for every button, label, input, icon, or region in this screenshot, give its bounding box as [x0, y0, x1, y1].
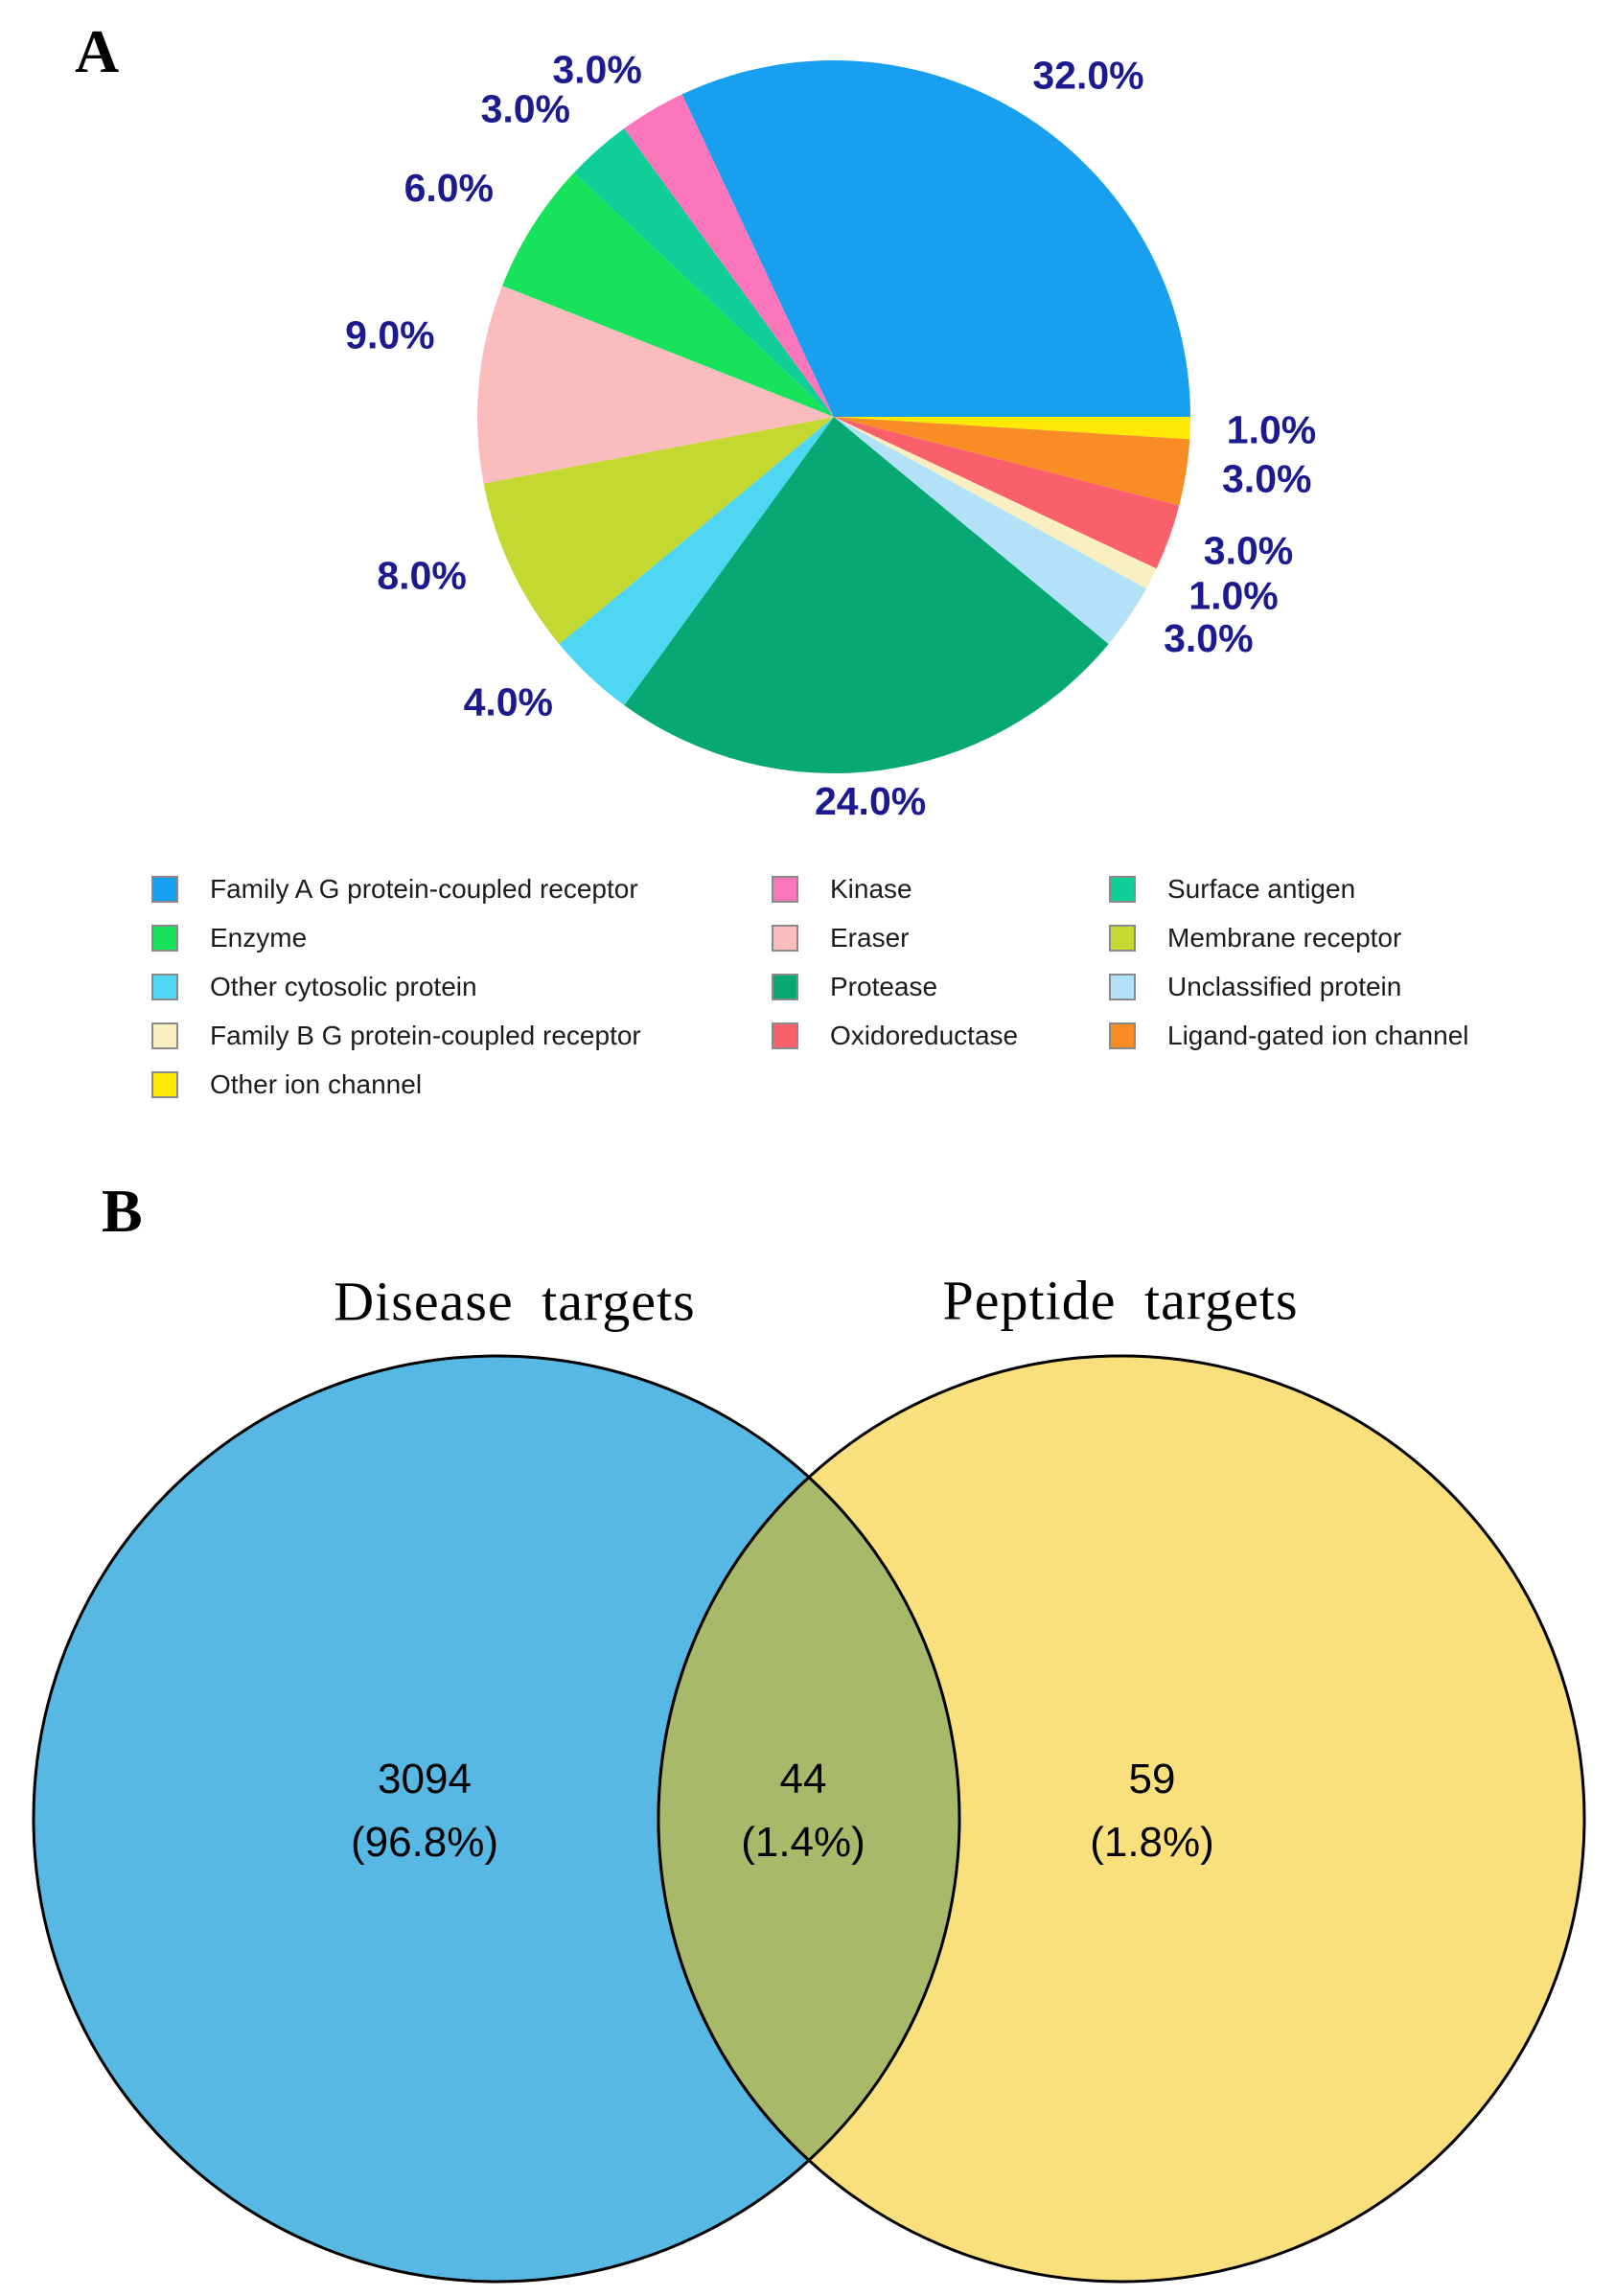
pie-percent-label-other-cytosolic-protein: 4.0%	[464, 679, 553, 723]
pie-percent-label-enzyme: 6.0%	[404, 166, 494, 210]
venn-overlap-region	[657, 1475, 961, 2163]
legend-item-label: Kinase	[830, 873, 912, 904]
legend-item-other-cytosolic-protein: Other cytosolic protein	[151, 962, 641, 1011]
pie-slice-membrane-receptor	[483, 417, 834, 645]
legend-item-label: Protease	[830, 971, 938, 1001]
legend-item-label: Enzyme	[210, 922, 308, 953]
pie-percent-label-oxidoreductase: 3.0%	[1204, 528, 1293, 572]
legend-item-eraser: Eraser	[772, 913, 1018, 962]
pie-percent-label-eraser: 9.0%	[345, 313, 434, 357]
venn-count-disease: 3094	[378, 1756, 472, 1802]
legend-color-swatch	[772, 973, 798, 1000]
venn-pct-peptide: (1.8%)	[1090, 1819, 1214, 1866]
legend-color-swatch	[151, 1022, 178, 1049]
legend-item-surface-antigen: Surface antigen	[1109, 864, 1468, 913]
legend-item-family-b-g-protein-coupled-receptor: Family B G protein-coupled receptor	[151, 1011, 641, 1060]
pie-slice-other-cytosolic-protein	[559, 417, 834, 705]
pie-slice-family-a-g-protein-coupled-receptor	[681, 59, 1190, 417]
legend-item-label: Membrane receptor	[1167, 922, 1402, 953]
pie-chart: 32.0%1.0%3.0%3.0%1.0%3.0%24.0%4.0%8.0%9.…	[345, 48, 1316, 823]
venn-title-peptide: Peptide targets	[942, 1269, 1299, 1332]
legend-color-swatch	[1109, 1022, 1136, 1049]
legend-item-oxidoreductase: Oxidoreductase	[772, 1011, 1018, 1060]
legend-color-swatch	[1109, 875, 1136, 903]
legend-color-swatch	[772, 875, 798, 903]
legend-item-protease: Protease	[772, 962, 1018, 1011]
legend-item-label: Eraser	[830, 922, 910, 953]
legend-color-swatch	[151, 973, 178, 1000]
pie-percent-label-ligand-gated-ion-channel: 3.0%	[1222, 456, 1311, 500]
legend-item-enzyme: Enzyme	[151, 913, 641, 962]
legend-item-label: Family B G protein-coupled receptor	[210, 1020, 641, 1050]
venn-title-disease: Disease targets	[334, 1270, 696, 1333]
legend-item-label: Oxidoreductase	[830, 1020, 1019, 1050]
pie-percent-label-family-b-g-protein-coupled-receptor: 1.0%	[1188, 573, 1278, 617]
legend-color-swatch	[772, 924, 798, 952]
legend-color-swatch	[151, 1070, 178, 1098]
pie-percent-label-kinase: 3.0%	[552, 48, 641, 92]
venn-count-overlap: 44	[779, 1756, 827, 1802]
venn-count-peptide: 59	[1128, 1756, 1176, 1802]
legend-color-swatch	[1109, 924, 1136, 952]
pie-percent-label-protease: 24.0%	[815, 779, 926, 823]
pie-percent-label-surface-antigen: 3.0%	[481, 86, 570, 130]
pie-percent-label-other-ion-channel: 1.0%	[1227, 407, 1316, 451]
pie-slice-enzyme	[502, 172, 834, 417]
legend-item-label: Unclassified protein	[1167, 971, 1402, 1001]
legend-item-other-ion-channel: Other ion channel	[151, 1060, 641, 1109]
pie-slice-family-b-g-protein-coupled-receptor	[834, 417, 1157, 589]
legend-color-swatch	[1109, 973, 1136, 1000]
legend-item-label: Ligand-gated ion channel	[1167, 1020, 1469, 1050]
pie-percent-label-unclassified-protein: 3.0%	[1164, 616, 1253, 660]
legend-item-membrane-receptor: Membrane receptor	[1109, 913, 1468, 962]
panel-b-label: B	[102, 1177, 143, 1245]
venn-pct-overlap: (1.4%)	[741, 1819, 865, 1866]
venn-diagram	[32, 1354, 1586, 2284]
pie-slice-eraser	[477, 286, 834, 484]
pie-slice-other-ion-channel	[834, 417, 1191, 440]
legend-item-family-a-g-protein-coupled-receptor: Family A G protein-coupled receptor	[151, 864, 641, 913]
venn-pct-disease: (96.8%)	[350, 1819, 499, 1866]
legend-color-swatch	[151, 875, 178, 903]
panel-a-label: A	[75, 17, 120, 85]
legend-item-label: Other ion channel	[210, 1068, 423, 1099]
pie-percent-label-family-a-g-protein-coupled-receptor: 32.0%	[1032, 54, 1143, 98]
pie-percent-label-membrane-receptor: 8.0%	[377, 553, 466, 597]
legend-color-swatch	[151, 924, 178, 952]
pie-slice-kinase	[624, 94, 834, 418]
legend-item-label: Other cytosolic protein	[210, 971, 477, 1001]
legend-item-label: Surface antigen	[1167, 873, 1356, 904]
legend-item-ligand-gated-ion-channel: Ligand-gated ion channel	[1109, 1011, 1468, 1060]
legend-item-label: Family A G protein-coupled receptor	[210, 873, 638, 904]
pie-slice-surface-antigen	[573, 128, 834, 417]
pie-slice-unclassified-protein	[834, 417, 1146, 645]
pie-slice-ligand-gated-ion-channel	[834, 417, 1190, 506]
legend-item-kinase: Kinase	[772, 864, 1018, 913]
legend-item-unclassified-protein: Unclassified protein	[1109, 962, 1468, 1011]
pie-slice-protease	[624, 417, 1109, 774]
legend-color-swatch	[772, 1022, 798, 1049]
pie-slice-oxidoreductase	[834, 417, 1180, 569]
